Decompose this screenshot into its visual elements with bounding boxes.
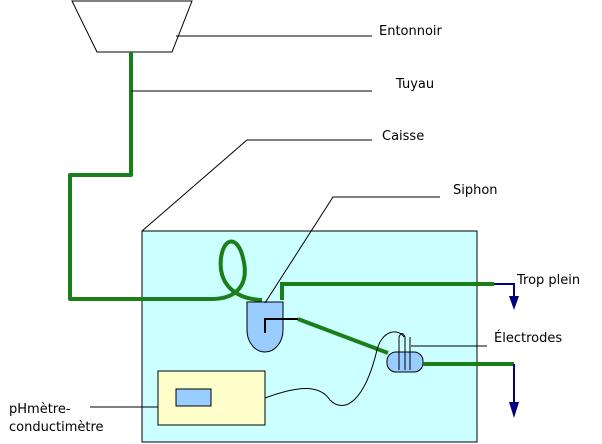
overflow-pipe <box>280 282 494 300</box>
leader-lines <box>90 35 487 408</box>
outlet-arrowhead <box>509 402 519 418</box>
label-pipe: Tuyau <box>395 77 434 92</box>
label-meter-line1: pHmètre- <box>9 402 71 417</box>
label-meter-line2: conductimètre <box>9 420 104 435</box>
pipe-line <box>68 52 263 302</box>
label-siphon: Siphon <box>453 183 498 198</box>
meter-cable <box>264 331 405 406</box>
overflow-arrowhead <box>509 296 519 310</box>
label-electrodes: Électrodes <box>494 330 562 346</box>
label-overflow: Trop plein <box>516 273 580 288</box>
overflow-drain-arrow <box>494 283 515 298</box>
siphon-to-electrodes-pipe <box>297 317 389 355</box>
label-box: Caisse <box>382 129 424 144</box>
leader-box <box>141 139 372 232</box>
funnel-shape <box>71 0 193 53</box>
electrode-probes <box>398 333 411 370</box>
meter-display <box>175 388 212 407</box>
siphon-inner-tube <box>264 318 298 333</box>
label-funnel: Entonnoir <box>379 24 443 39</box>
leader-siphon <box>264 196 440 304</box>
